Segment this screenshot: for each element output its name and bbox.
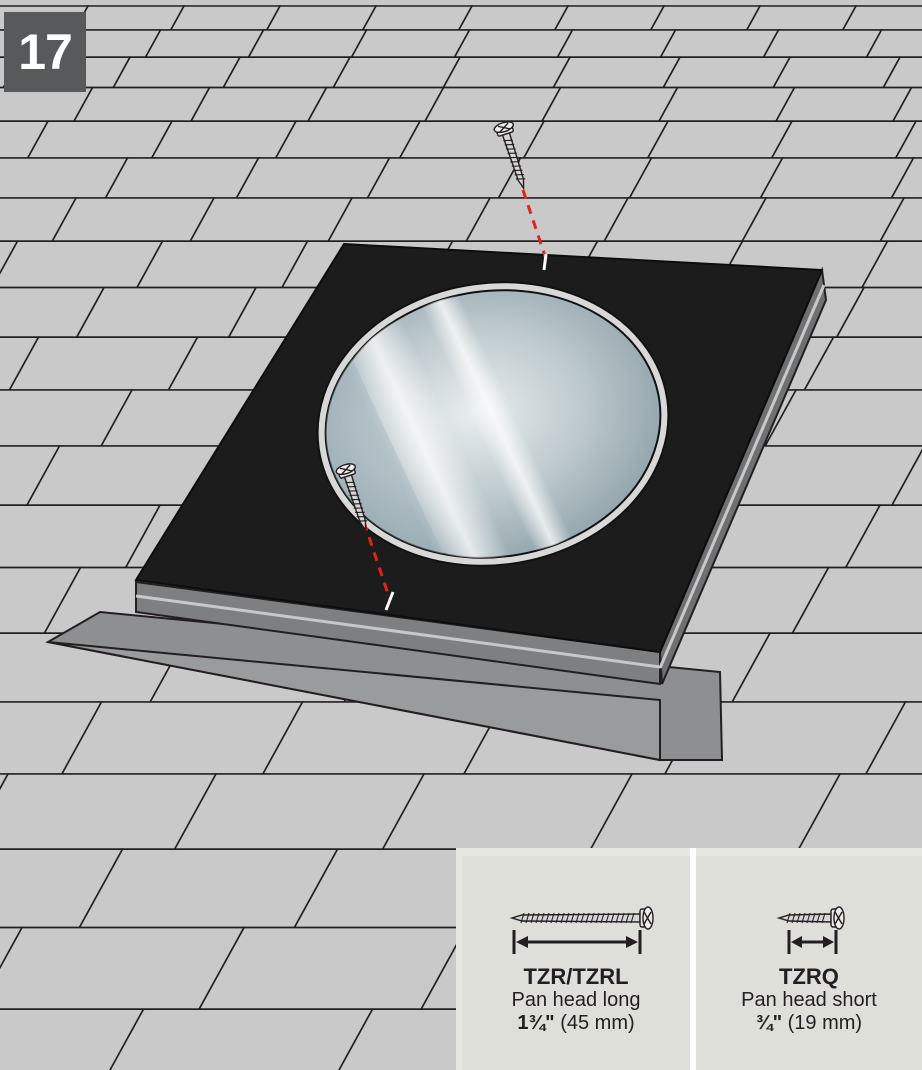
shingle: [190, 198, 352, 241]
shingle: [630, 158, 783, 198]
long-screw-graphic: [462, 856, 690, 966]
shingle: [237, 158, 390, 198]
shingle: [77, 288, 256, 338]
shingle: [146, 30, 264, 57]
shingle: [591, 774, 840, 849]
shingle: [363, 6, 472, 30]
shingle: [459, 6, 568, 30]
screw-model-label: TZR/TZRL: [462, 964, 690, 990]
shingle: [368, 158, 521, 198]
shingle: [249, 30, 367, 57]
screw-length: 1¾" (45 mm): [462, 1012, 690, 1035]
shingle: [79, 849, 337, 927]
screw-length-imperial: 1¾": [517, 1012, 554, 1034]
shingle: [776, 88, 911, 122]
shingle: [191, 88, 326, 122]
shingle: [267, 6, 376, 30]
shingle: [648, 121, 792, 158]
shingle: [113, 57, 240, 87]
screw-description: Pan head long: [462, 989, 690, 1012]
short-screw-graphic: [696, 856, 922, 966]
shingle: [553, 57, 680, 87]
screw-length-imperial: ¾": [756, 1012, 782, 1034]
shingle: [555, 6, 664, 30]
shingle: [747, 6, 856, 30]
shingle: [328, 198, 490, 241]
shingle: [223, 57, 350, 87]
shingle: [604, 198, 766, 241]
shingle: [524, 121, 668, 158]
shingle: [772, 121, 916, 158]
shingle: [9, 337, 197, 390]
shingle: [308, 88, 443, 122]
screw-legend: TZR/TZRL Pan head long 1¾" (45 mm) TZRQ …: [456, 848, 922, 1070]
shingle: [137, 241, 308, 287]
legend-panel-long-screw: TZR/TZRL Pan head long 1¾" (45 mm): [462, 856, 690, 1070]
shingle: [764, 30, 882, 57]
shingle: [761, 158, 914, 198]
shingle: [558, 30, 676, 57]
shingle: [659, 88, 794, 122]
shingle: [651, 6, 760, 30]
shingle: [0, 241, 163, 287]
screw-description: Pan head short: [696, 989, 922, 1012]
shingle: [62, 702, 303, 774]
step-number-badge: 17: [4, 12, 86, 92]
legend-panel-short-screw: TZRQ Pan head short ¾" (19 mm): [696, 856, 922, 1070]
shingle: [663, 57, 790, 87]
shingle: [425, 88, 560, 122]
shingle: [75, 6, 184, 30]
shingle: [276, 121, 420, 158]
screw-icon: [779, 907, 844, 929]
shingle: [171, 6, 280, 30]
screw-length: ¾" (19 mm): [696, 1012, 922, 1035]
shingle: [175, 774, 424, 849]
shingle: [333, 57, 460, 87]
shingle: [742, 198, 904, 241]
shingle: [52, 198, 214, 241]
shingle: [383, 774, 632, 849]
shingle: [352, 30, 470, 57]
shingle: [74, 88, 209, 122]
shingle: [843, 6, 922, 30]
shingle: [443, 57, 570, 87]
length-dimension-arrow: [514, 930, 640, 954]
shingle: [199, 928, 466, 1010]
shingle: [152, 121, 296, 158]
screw-length-metric: (19 mm): [788, 1012, 862, 1034]
screw-icon: [512, 907, 653, 929]
length-dimension-arrow: [789, 930, 836, 954]
shingle: [28, 121, 172, 158]
shingle: [455, 30, 573, 57]
shingle: [400, 121, 544, 158]
shingle: [106, 158, 259, 198]
shingle: [661, 30, 779, 57]
shingle: [466, 198, 628, 241]
screw-model-label: TZRQ: [696, 964, 922, 990]
shingle: [773, 57, 900, 87]
screw-length-metric: (45 mm): [560, 1012, 634, 1034]
shingle: [97, 1009, 373, 1070]
shingle: [542, 88, 677, 122]
